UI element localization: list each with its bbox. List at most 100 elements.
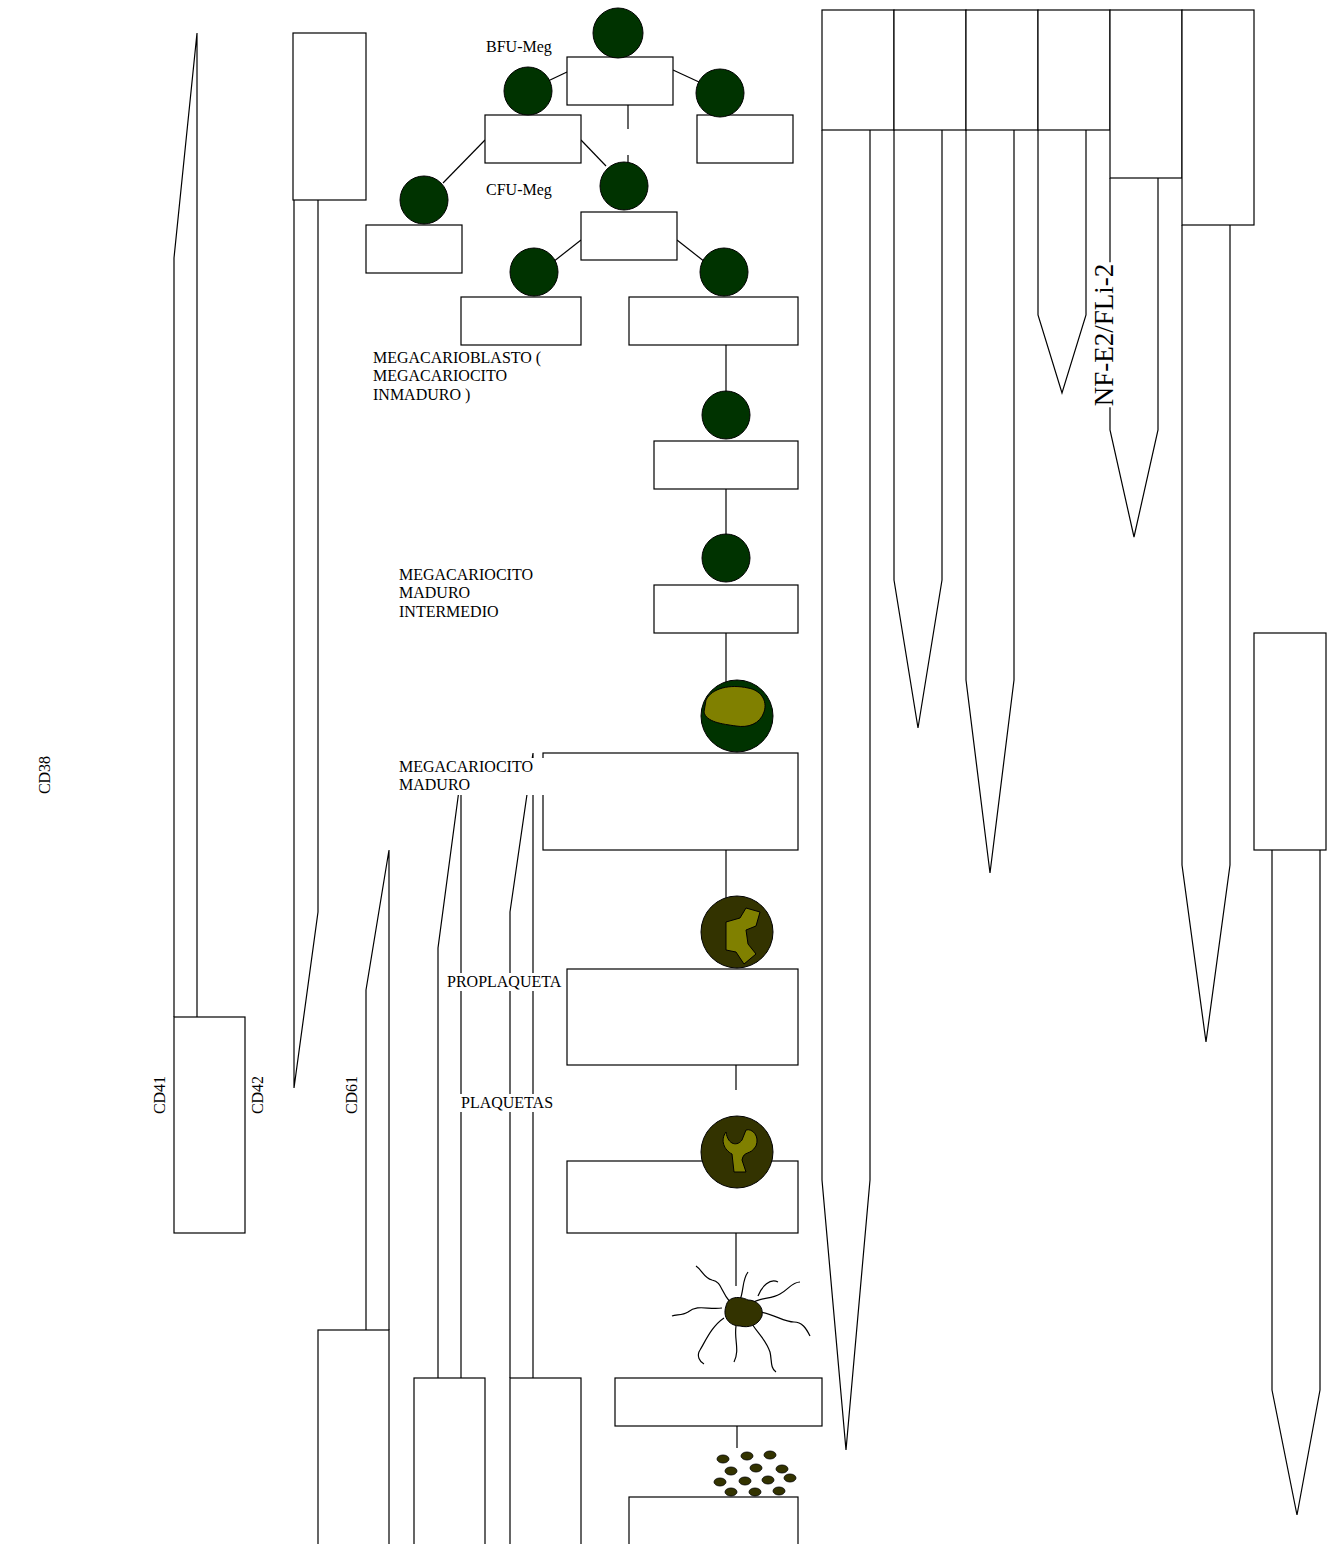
marker-bar xyxy=(822,130,870,1450)
lineage-line xyxy=(677,240,705,262)
lineage-line xyxy=(725,633,726,683)
extension xyxy=(752,1324,776,1372)
marker-bar xyxy=(174,33,197,1017)
extension xyxy=(696,1266,730,1302)
stage-box xyxy=(366,225,462,273)
platelets xyxy=(714,1451,796,1496)
lineage-line xyxy=(553,240,581,262)
platelet xyxy=(762,1476,774,1484)
lineage-line xyxy=(725,345,726,392)
progenitor-cell xyxy=(510,248,558,296)
marker-box xyxy=(318,1330,389,1544)
lineage-line xyxy=(725,850,726,898)
marker-bar xyxy=(366,850,389,1330)
marker-box xyxy=(414,1378,485,1544)
marker-bar xyxy=(1272,850,1320,1515)
marker-bar xyxy=(894,130,942,728)
lineage-line xyxy=(736,1426,737,1448)
extension xyxy=(698,1318,724,1364)
marker-label: CD38 xyxy=(36,755,54,795)
stage-box xyxy=(654,441,798,489)
stage-label: CFU-Meg xyxy=(485,181,553,199)
marker-box xyxy=(293,33,366,200)
platelet xyxy=(749,1488,761,1496)
extension xyxy=(740,1272,748,1300)
progenitor-cell xyxy=(702,534,750,582)
stage-label: MEGACARIOCITO MADURO INTERMEDIO xyxy=(398,566,550,621)
marker-box xyxy=(1182,10,1254,225)
lineage-line xyxy=(735,1233,736,1286)
progenitor-cell xyxy=(504,67,552,115)
megakaryocyte-cell xyxy=(701,1116,773,1188)
stage-label: PROPLAQUETA xyxy=(446,973,562,991)
extension xyxy=(750,1282,800,1304)
stage-box xyxy=(697,115,793,163)
marker-bars xyxy=(174,10,1326,1544)
stage-box xyxy=(461,297,581,345)
lineage-line xyxy=(725,489,726,535)
progenitor-cell xyxy=(600,162,648,210)
lineage-line xyxy=(548,72,567,81)
extension xyxy=(758,1281,778,1296)
lineage-line xyxy=(443,140,485,183)
progenitor-cell xyxy=(700,248,748,296)
progenitor-cell xyxy=(702,391,750,439)
platelet xyxy=(764,1451,776,1459)
megakaryocyte-cell xyxy=(701,680,773,752)
marker-bar xyxy=(510,753,533,1378)
platelet xyxy=(784,1474,796,1482)
stage-label: MEGACARIOBLASTO ( MEGACARIOCITO INMADURO… xyxy=(372,349,549,404)
proplatelet-body xyxy=(725,1298,762,1327)
marker-label: CD42 xyxy=(249,1075,267,1115)
stage-box xyxy=(615,1378,822,1426)
cell-nucleus xyxy=(726,908,760,964)
marker-bar xyxy=(966,130,1014,873)
platelet xyxy=(741,1452,753,1460)
stage-box xyxy=(629,297,798,345)
platelet xyxy=(725,1467,737,1475)
marker-label: NF-E2/FLi-2 xyxy=(1089,263,1120,408)
marker-box xyxy=(1254,633,1326,850)
marker-box xyxy=(822,10,894,130)
stage-box xyxy=(485,115,581,163)
marker-label: CD61 xyxy=(343,1075,361,1115)
cell-nucleus xyxy=(704,687,765,727)
platelet xyxy=(739,1477,751,1485)
marker-bar xyxy=(1182,225,1230,1042)
extension xyxy=(672,1308,722,1316)
progenitor-cell xyxy=(400,176,448,224)
platelet xyxy=(750,1464,762,1472)
marker-box xyxy=(510,1378,581,1544)
proplatelet-cell xyxy=(672,1266,810,1372)
stage-label: BFU-Meg xyxy=(485,38,553,56)
platelet xyxy=(714,1478,726,1486)
marker-box xyxy=(174,1017,245,1233)
progenitor-cell xyxy=(696,69,744,117)
stage-label: MEGACARIOCITO MADURO xyxy=(398,758,550,795)
stage-box xyxy=(567,969,798,1065)
marker-box xyxy=(1038,10,1110,130)
marker-bar xyxy=(1038,130,1086,393)
lineage-line xyxy=(581,140,606,166)
stage-box xyxy=(543,753,798,850)
extension xyxy=(734,1326,737,1362)
stage-box xyxy=(629,1497,798,1544)
stage-box xyxy=(581,212,677,260)
platelet xyxy=(725,1488,737,1496)
marker-box xyxy=(966,10,1038,130)
platelet xyxy=(773,1487,785,1495)
lineage-line xyxy=(673,70,699,82)
marker-bar xyxy=(438,775,461,1378)
stage-box xyxy=(567,57,673,105)
cell-nucleus xyxy=(723,1130,757,1172)
platelet xyxy=(776,1465,788,1473)
stage-box xyxy=(654,585,798,633)
marker-label: CD41 xyxy=(151,1075,169,1115)
megakaryocyte-cell xyxy=(701,896,773,968)
stage-boxes xyxy=(366,57,822,1544)
proplatelet-extensions xyxy=(672,1266,810,1372)
platelet xyxy=(717,1455,729,1463)
lineage-line xyxy=(735,1065,736,1090)
marker-box xyxy=(894,10,966,130)
